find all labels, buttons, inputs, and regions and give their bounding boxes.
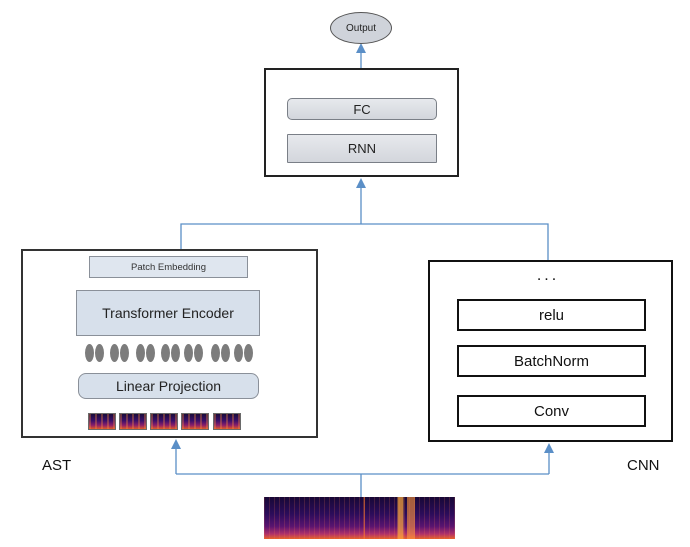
linear-projection-label: Linear Projection <box>115 378 222 394</box>
embedding-token <box>184 344 193 362</box>
batchnorm-label: BatchNorm <box>513 352 590 370</box>
linear-projection-block: Linear Projection <box>78 373 259 399</box>
embedding-token <box>95 344 104 362</box>
transformer-encoder-label: Transformer Encoder <box>102 305 234 321</box>
embedding-token <box>110 344 119 362</box>
spectrogram-patch <box>213 413 241 430</box>
rnn-block: RNN <box>287 134 437 163</box>
embedding-token <box>161 344 170 362</box>
embedding-token <box>171 344 180 362</box>
embedding-token <box>234 344 243 362</box>
rnn-label: RNN <box>347 141 377 156</box>
embedding-token <box>244 344 253 362</box>
embedding-token <box>194 344 203 362</box>
transformer-encoder-block: Transformer Encoder <box>76 290 260 336</box>
spectrogram-patch <box>88 413 116 430</box>
cnn-ellipsis: ... <box>536 267 560 284</box>
fc-block: FC <box>287 98 437 120</box>
input-spectrogram-image <box>264 497 455 539</box>
embedding-token <box>85 344 94 362</box>
patch-embedding-block: Patch Embedding <box>89 256 248 278</box>
ast-container <box>21 249 318 438</box>
spectrogram-patch <box>119 413 147 430</box>
ast-label: AST <box>42 457 72 474</box>
embedding-token <box>146 344 155 362</box>
embedding-token <box>211 344 220 362</box>
cnn-label: CNN <box>627 457 660 474</box>
spectrogram-patch <box>181 413 209 430</box>
embedding-token <box>120 344 129 362</box>
output-label: Output <box>345 22 377 34</box>
relu-label: relu <box>538 306 564 324</box>
spectrogram-patch <box>150 413 178 430</box>
embedding-token <box>136 344 145 362</box>
relu-layer: relu <box>457 299 646 331</box>
batchnorm-layer: BatchNorm <box>457 345 646 377</box>
conv-layer: Conv <box>457 395 646 427</box>
output-node: Output <box>330 12 392 44</box>
conv-label: Conv <box>533 402 570 420</box>
connector-cnn-to-merge <box>361 223 549 260</box>
fc-label: FC <box>353 101 371 117</box>
patch-embedding-label: Patch Embedding <box>131 261 206 273</box>
connector-ast-to-merge <box>180 223 361 249</box>
embedding-token <box>221 344 230 362</box>
